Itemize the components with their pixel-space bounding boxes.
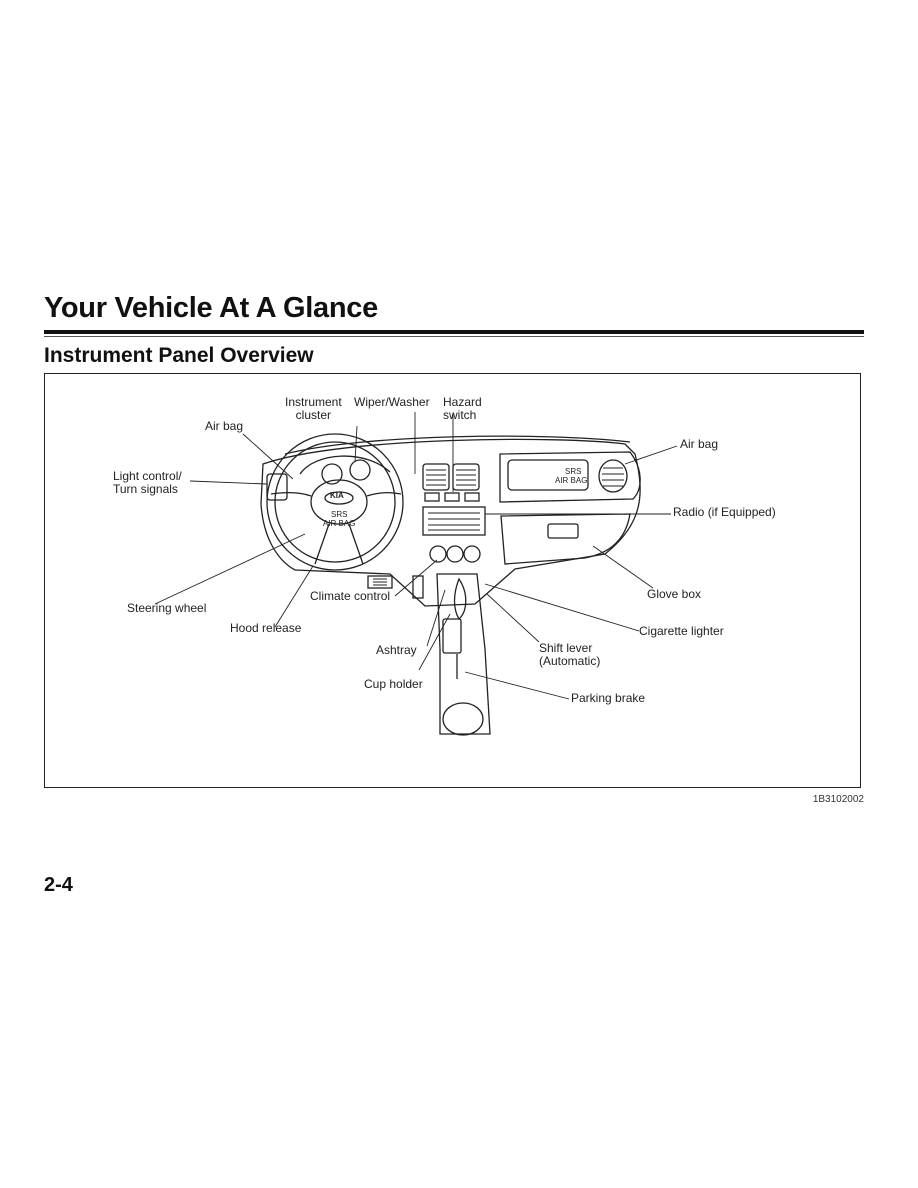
page-number: 2-4 bbox=[44, 874, 73, 896]
driver-srs-badge: SRS bbox=[331, 510, 348, 519]
chapter-rule-thin bbox=[44, 336, 864, 337]
climate-knob-center bbox=[446, 545, 464, 563]
center-vent-right bbox=[452, 463, 480, 491]
climate-knob-right bbox=[463, 545, 481, 563]
chapter-title: Your Vehicle At A Glance bbox=[44, 292, 378, 324]
callout-parking-brake: Parking brake bbox=[571, 691, 646, 705]
callout-climate-control: Climate control bbox=[310, 589, 391, 603]
glove-box-shape bbox=[500, 513, 631, 565]
driver-vent bbox=[266, 473, 288, 501]
instrument-panel-figure: SRS AIR BAG SRS AIR BAG KIA Instrument c… bbox=[44, 373, 861, 788]
callout-glove-box: Glove box bbox=[647, 587, 702, 601]
brake-pedal bbox=[367, 575, 393, 589]
callout-cigarette-lighter: Cigarette lighter bbox=[639, 624, 724, 638]
gauge-speedometer bbox=[321, 463, 343, 485]
glove-box-handle bbox=[547, 523, 579, 539]
callout-steering-wheel: Steering wheel bbox=[127, 601, 207, 615]
callout-radio: Radio (if Equipped) bbox=[673, 505, 776, 519]
dashboard-illustration bbox=[154, 412, 678, 736]
passenger-vent bbox=[598, 459, 628, 493]
switch-1 bbox=[424, 492, 440, 502]
steering-wheel-hub bbox=[310, 479, 368, 525]
callout-cup-holder: Cup holder bbox=[364, 677, 423, 691]
center-vent-left bbox=[422, 463, 450, 491]
hazard-switch-shape bbox=[444, 492, 460, 502]
shift-lever-knob bbox=[453, 577, 467, 621]
callout-air-bag-driver: Air bag bbox=[205, 419, 244, 433]
kia-logo: KIA bbox=[330, 491, 344, 500]
figure-code: 1B3102002 bbox=[812, 794, 864, 805]
callout-shift-lever: Shift lever (Automatic) bbox=[539, 641, 601, 668]
switch-3 bbox=[464, 492, 480, 502]
passenger-airbag-badge: AIR BAG bbox=[555, 476, 588, 485]
radio-unit bbox=[422, 506, 486, 536]
gauge-tachometer bbox=[349, 459, 371, 481]
passenger-panel bbox=[499, 451, 641, 503]
passenger-srs-badge: SRS bbox=[565, 467, 582, 476]
gear-indicator bbox=[442, 618, 462, 654]
callout-instrument-cluster: Instrument cluster bbox=[285, 395, 342, 422]
climate-knob-left bbox=[429, 545, 447, 563]
section-title: Instrument Panel Overview bbox=[44, 344, 314, 367]
dashboard-outline bbox=[260, 438, 641, 607]
center-console bbox=[436, 573, 491, 735]
driver-airbag-badge: AIR BAG bbox=[323, 519, 356, 528]
callout-hood-release: Hood release bbox=[230, 621, 302, 635]
callout-air-bag-passenger: Air bag bbox=[680, 437, 719, 451]
passenger-airbag-cover bbox=[507, 459, 589, 491]
callout-ashtray: Ashtray bbox=[376, 643, 417, 657]
chapter-rule bbox=[44, 330, 864, 334]
callout-hazard-switch: Hazard switch bbox=[443, 395, 482, 422]
callout-wiper-washer: Wiper/Washer bbox=[354, 395, 430, 409]
steering-wheel-rim bbox=[266, 433, 404, 571]
kia-logo-oval bbox=[324, 491, 354, 505]
cup-holder-shape bbox=[442, 702, 484, 736]
callout-light-control: Light control/ Turn signals bbox=[113, 469, 182, 496]
